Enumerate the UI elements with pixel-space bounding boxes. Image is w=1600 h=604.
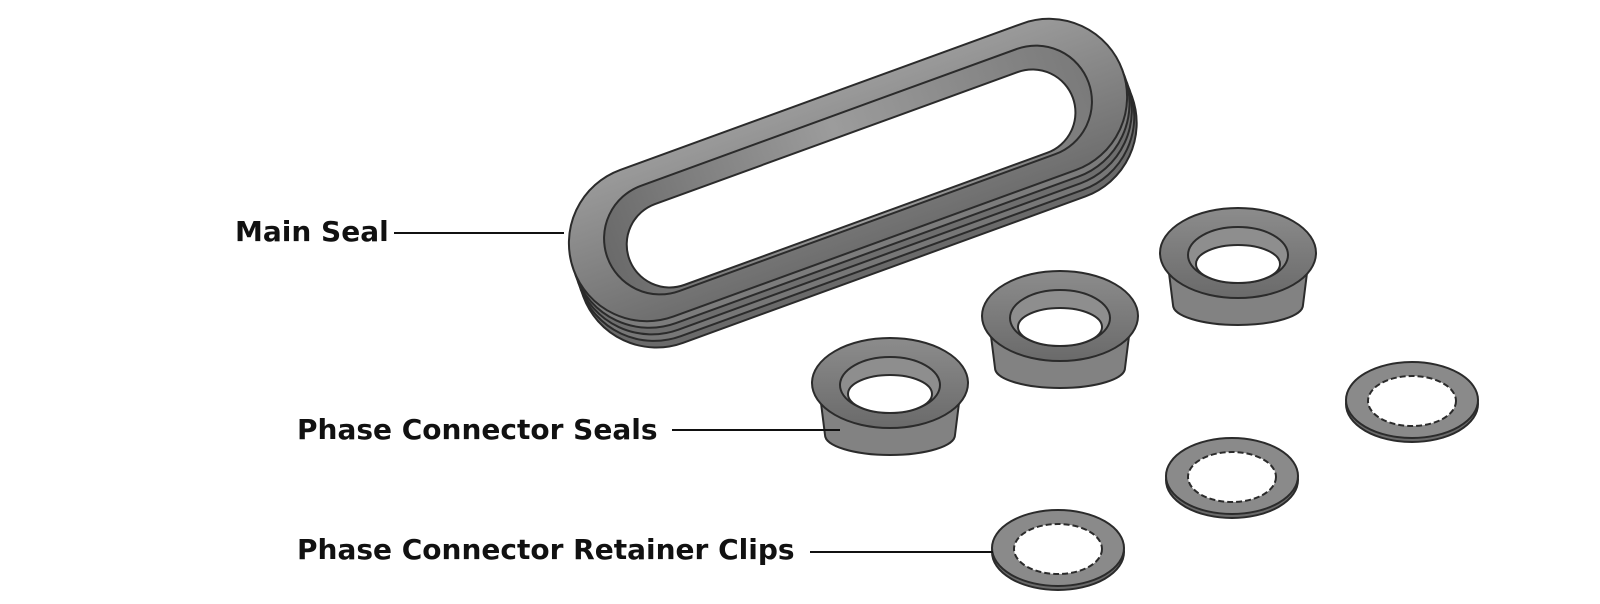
- phase-connector-seal: [1159, 207, 1317, 326]
- phase-connector-seal: [811, 337, 969, 456]
- main-seal-ribs: [567, 17, 1138, 349]
- phase-connector-retainer-clip: [1165, 437, 1299, 519]
- phase-connector-seal: [981, 270, 1139, 389]
- phase-connector-seals-label: Phase Connector Seals: [297, 413, 658, 446]
- phase-connector-retainer-clip: [1345, 361, 1479, 443]
- phase-connector-retainer-clips-label: Phase Connector Retainer Clips: [297, 533, 795, 566]
- main-seal-part: [567, 17, 1138, 349]
- phase-connector-retainer-clip: [991, 509, 1125, 591]
- main-seal-label: Main Seal: [235, 215, 389, 248]
